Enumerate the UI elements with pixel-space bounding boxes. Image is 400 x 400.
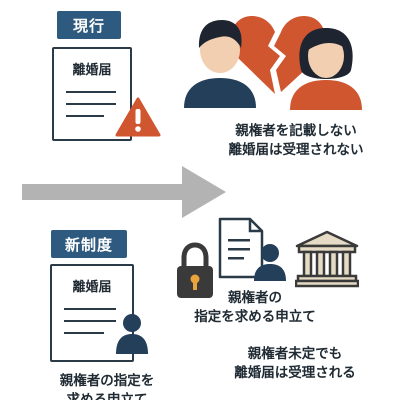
document-person-icon [218, 217, 286, 281]
doc-line [64, 332, 104, 334]
court-building-icon [295, 230, 359, 288]
transition-arrow [22, 166, 226, 218]
caption-line: 離婚届は受理されない [228, 142, 364, 158]
doc-line [66, 115, 104, 117]
doc-line [64, 320, 116, 322]
divorce-form-title: 離婚届 [72, 63, 112, 78]
caption-line: 求める申立て [66, 392, 148, 400]
woman-figure [290, 28, 362, 110]
divorce-form-title: 離婚届 [72, 280, 112, 295]
doc-line [66, 91, 116, 93]
current-system-tag: 現行 [57, 11, 121, 39]
doc-request-caption: 親権者の指定を 求める申立て [32, 372, 182, 400]
lock-icon [177, 242, 213, 298]
caption-line: 親権者の指定を [59, 373, 155, 389]
couple-icon [184, 16, 362, 110]
divorce-form-current: 離婚届 [52, 47, 132, 141]
caption-line: 親権者未定でも [247, 346, 343, 362]
caption-line: 離婚届は受理される [234, 365, 356, 381]
doc-line [64, 308, 116, 310]
man-figure [184, 20, 256, 108]
warning-icon [115, 97, 161, 137]
caption-line: 指定を求める申立て [194, 309, 316, 325]
request-caption: 親権者の 指定を求める申立て [170, 289, 340, 327]
accept-caption: 親権者未定でも 離婚届は受理される [190, 345, 400, 383]
new-system-tag: 新制度 [51, 230, 127, 258]
doc-line [66, 103, 116, 105]
caption-line: 親権者を記載しない [235, 123, 357, 139]
current-result-caption: 親権者を記載しない 離婚届は受理されない [192, 122, 400, 160]
parent-icon [116, 314, 148, 354]
caption-line: 親権者の [228, 290, 282, 306]
